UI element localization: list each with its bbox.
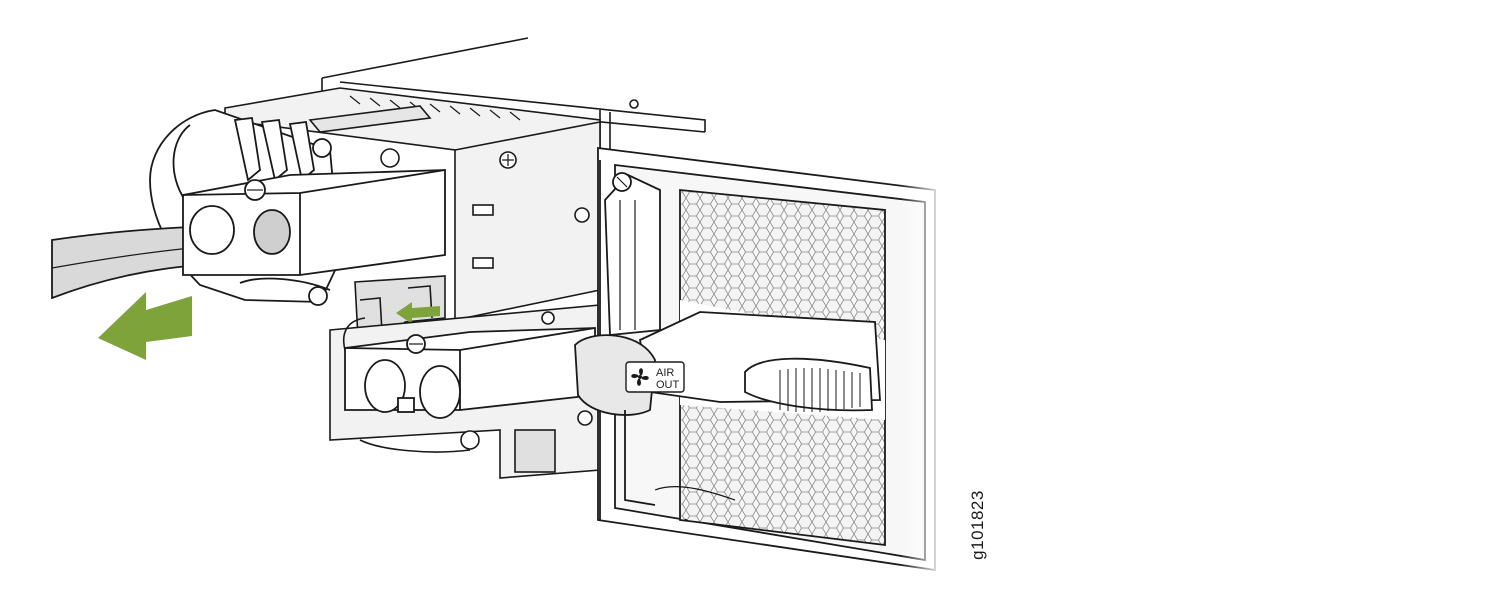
upper-cable-connector	[182, 169, 446, 276]
direction-arrow-icon	[98, 292, 192, 360]
figure-id-text: g101823	[968, 490, 987, 560]
figure-id-label: g101823	[958, 470, 998, 580]
direction-arrow-icon	[396, 302, 440, 324]
air-out-label-line1: AIR	[656, 367, 674, 379]
screw-icon	[380, 148, 400, 168]
air-out-label-line2: OUT	[656, 379, 680, 391]
handle-grip	[779, 368, 861, 412]
fan-icon	[631, 368, 649, 386]
lower-cable-connector	[344, 327, 596, 419]
upper-power-supply	[224, 87, 601, 321]
air-out-badge: AIR OUT	[625, 361, 685, 393]
fan-module-handle	[574, 172, 881, 506]
